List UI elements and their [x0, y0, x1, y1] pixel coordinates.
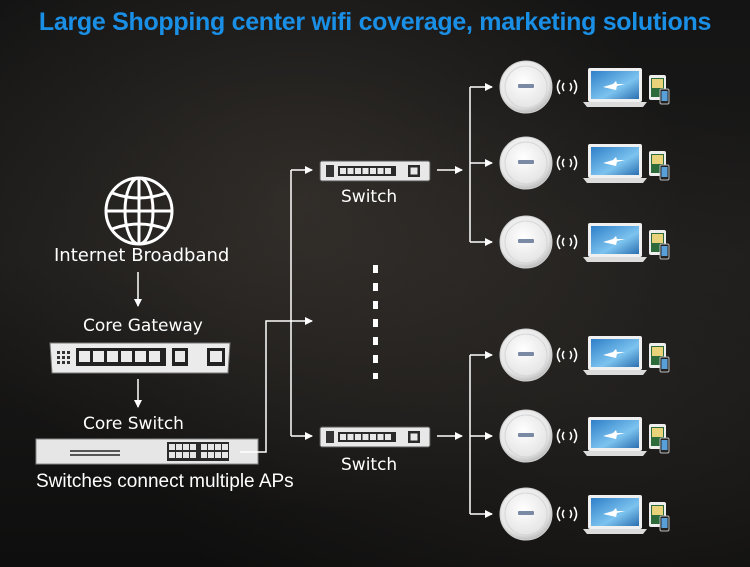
gateway-icon	[49, 342, 231, 374]
gateway-label: Core Gateway	[83, 316, 203, 336]
ap-links	[437, 83, 493, 518]
switch-top-label: Switch	[341, 187, 398, 207]
globe-icon	[104, 176, 174, 246]
footer-label: Switches connect multiple APs	[36, 471, 294, 492]
switch-icon-top	[319, 160, 431, 182]
internet-label: Internet Broadband	[54, 245, 230, 266]
switch-bottom-label: Switch	[341, 455, 398, 475]
switch-icon-bottom	[319, 426, 431, 448]
access-point-row-3	[499, 215, 670, 269]
access-point-row-4	[499, 328, 670, 382]
access-point-row-6	[499, 487, 670, 541]
access-point-row-1	[499, 60, 670, 114]
core-switch-label: Core Switch	[83, 414, 184, 434]
access-point-row-5	[499, 409, 670, 463]
more-switches-dots	[373, 265, 378, 379]
access-point-row-2	[499, 136, 670, 190]
page-title: Large Shopping center wifi coverage, mar…	[38, 8, 712, 36]
trunk-lines	[240, 166, 313, 453]
core-switch-icon	[35, 438, 259, 465]
